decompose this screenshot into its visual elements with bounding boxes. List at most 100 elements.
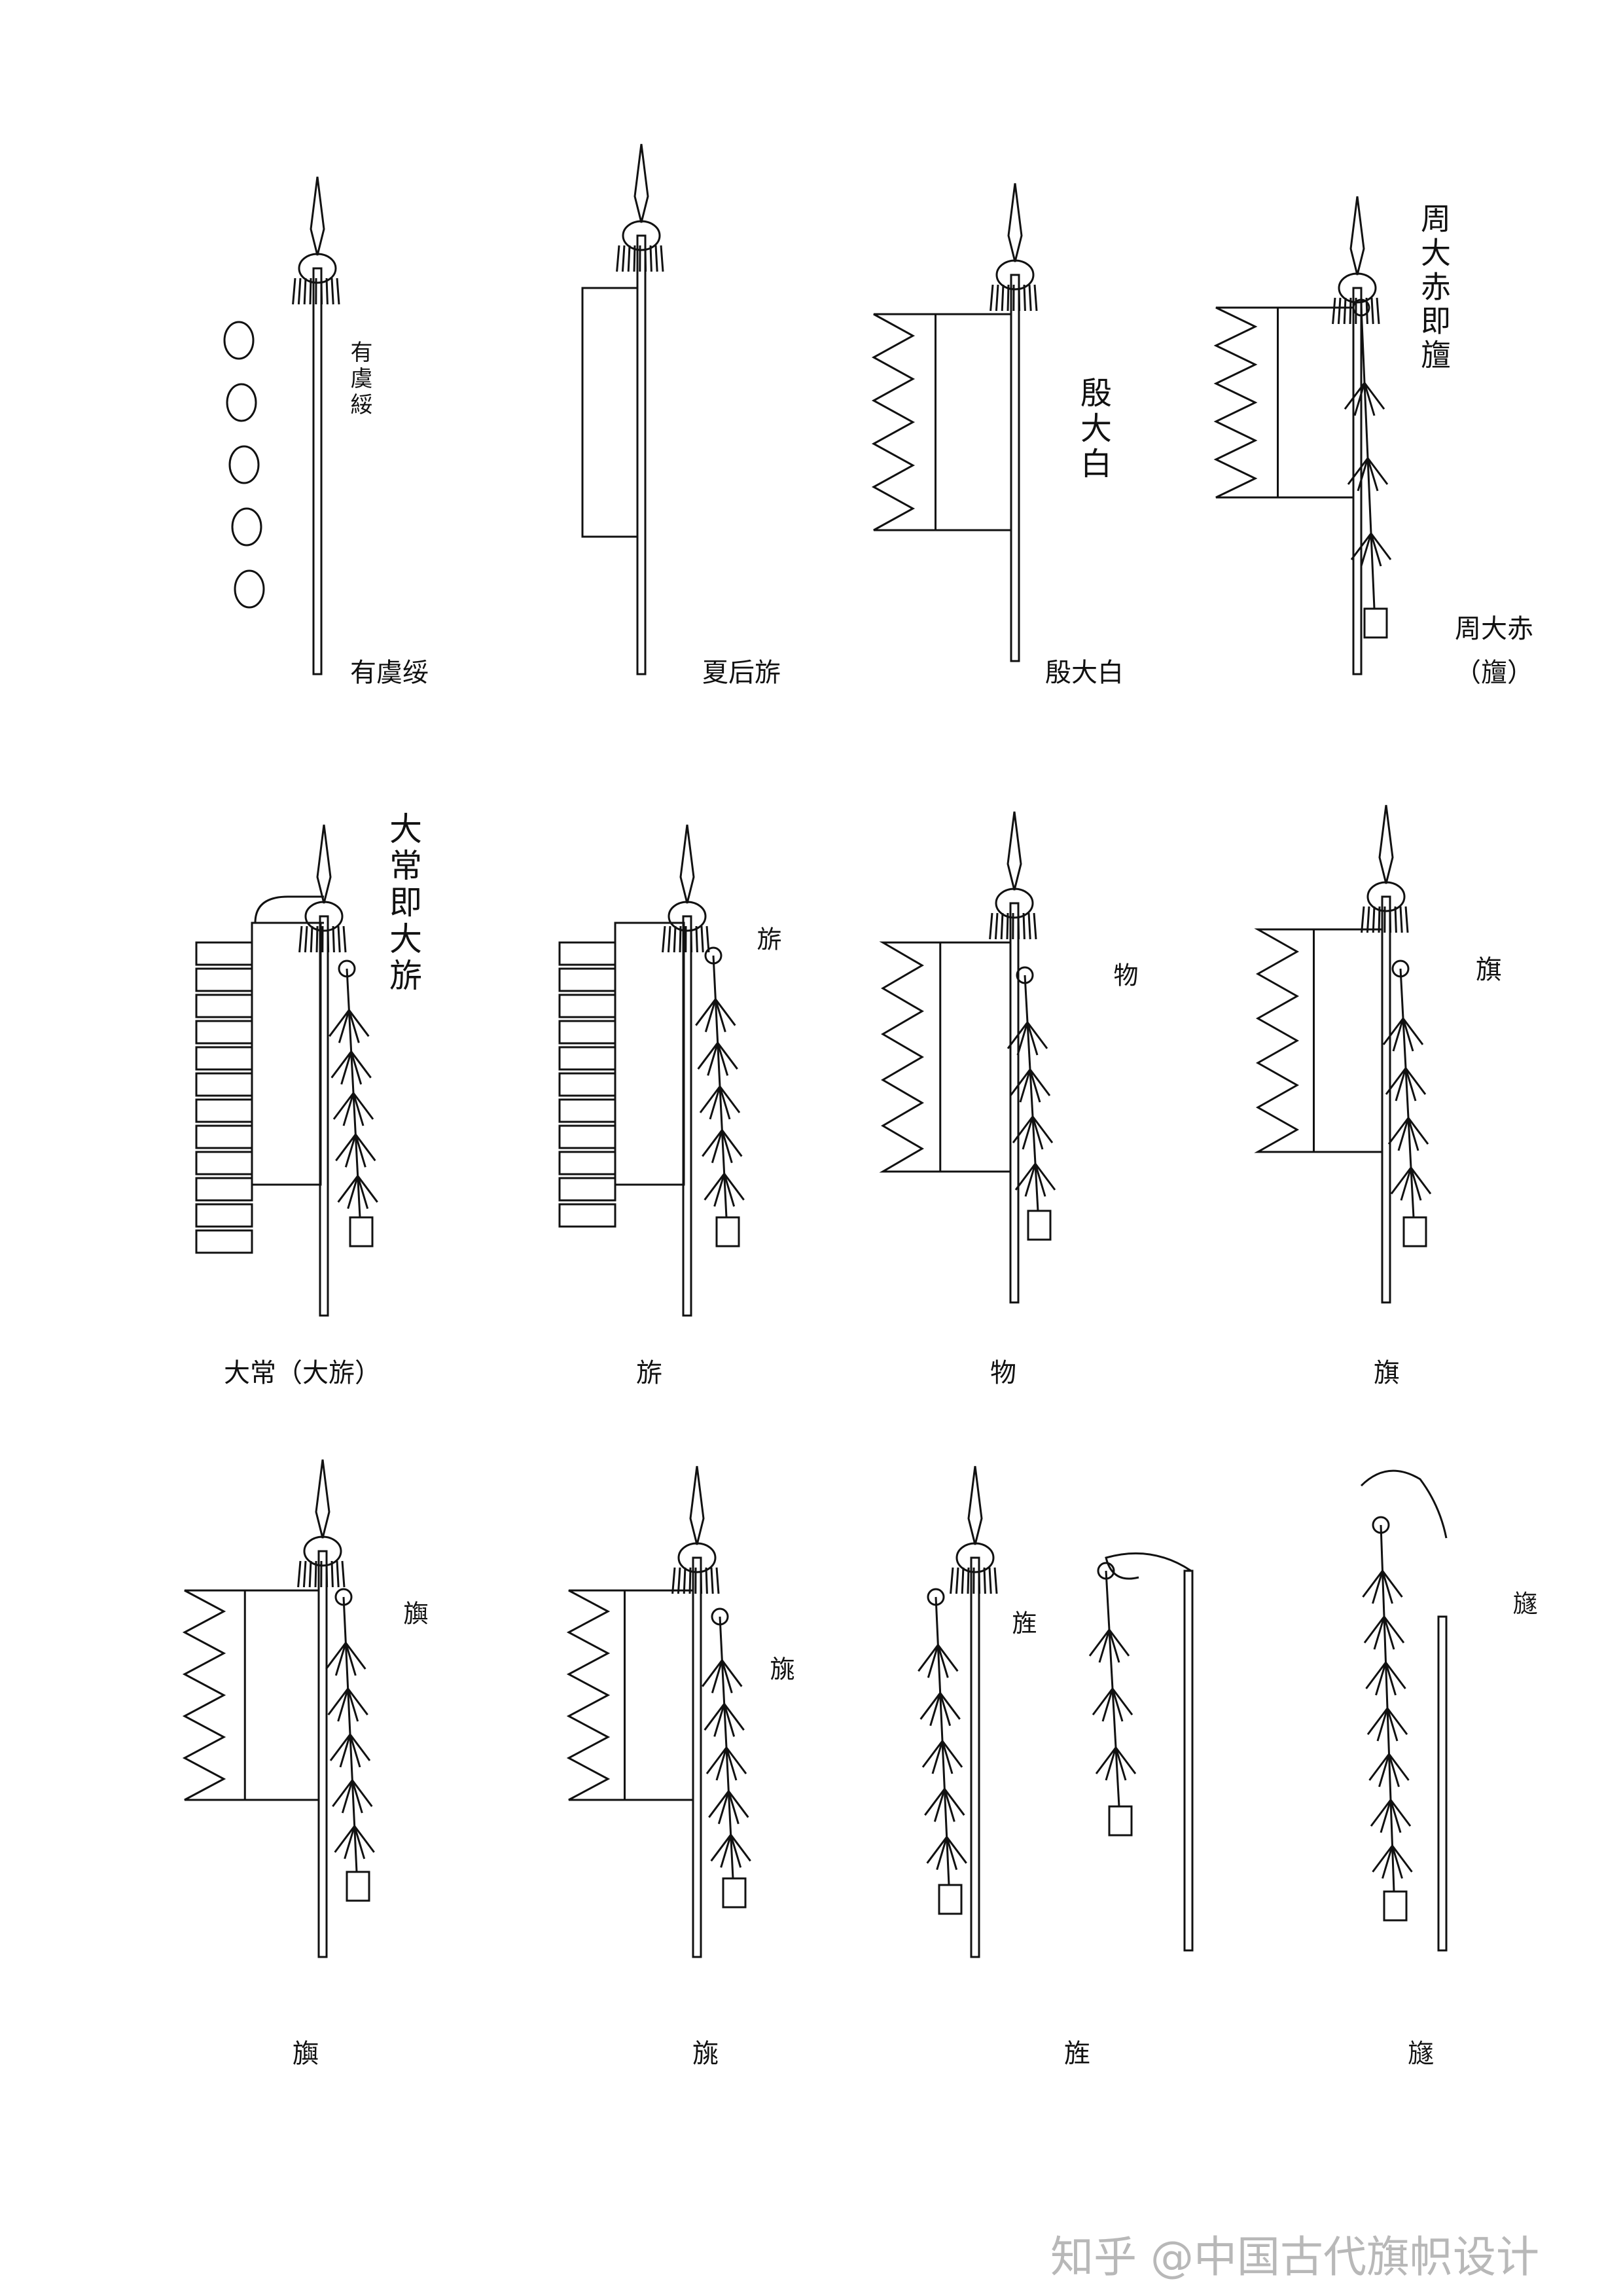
feather-tuft [1092,1688,1133,1722]
label-qi: 旂 [753,926,781,955]
streamer-weight [1027,1210,1052,1241]
spear-tip [315,1459,330,1539]
caption-sui: 旞 [1408,2039,1434,2069]
watermark: 知乎 @中国古代旗帜设计 [1050,2232,1539,2282]
tassel-bead [234,569,265,609]
feather-tuft [1007,1022,1048,1056]
caption-zhou-dachi: 周大赤 [1455,614,1533,644]
streamer-weight [1383,1890,1408,1922]
spear-tip [1007,811,1022,891]
streamer-weight [938,1884,963,1915]
caption-xiahou-qi: 夏后旂 [702,658,781,688]
feather-tuft [329,1734,371,1768]
tassel-bead [226,383,257,422]
label-sui: 旞 [1508,1590,1537,1619]
streamer-ring [1097,1562,1115,1580]
label-zhou-dachi: 周大赤即旜 [1416,203,1452,373]
banner-fringe-strip [558,1151,616,1175]
caption-jing: 旌 [1064,2039,1090,2069]
feather-tuft [1363,1616,1405,1650]
feather-tuft [921,1740,963,1774]
flag-banner [251,922,322,1186]
caption-yu: 旟 [293,2039,319,2069]
feather-tuft [330,1050,372,1085]
feather-tuft [1009,1069,1051,1103]
feather-tuft [1344,382,1385,416]
feather-tuft [1012,1116,1054,1150]
banner-fringe-strip [558,1020,616,1045]
feather-tuft [702,1129,743,1164]
feather-tuft [1385,1067,1427,1102]
caption-zhan: （旜） [1455,658,1533,688]
feather-tuft [918,1644,959,1678]
tassel [298,925,347,953]
label-yin-dabai: 殷大白 [1075,376,1111,482]
spear-tip [1378,804,1394,884]
label-youyu-sui: 有虞綏 [346,340,372,419]
feather-tuft [702,1659,743,1694]
caption-yin-dabai: 殷大白 [1045,658,1124,688]
caption-qi-bear: 旗 [1374,1358,1400,1388]
banner-fringe-strip [558,1124,616,1149]
feather-tuft [1088,1629,1130,1663]
label-qi-bear: 旗 [1471,956,1501,986]
spear-tip [1349,196,1365,276]
pole-knob [304,901,344,932]
banner-fringe-strip [558,1203,616,1228]
caption-zhao: 旐 [692,2039,719,2069]
banner-fringe-strip [195,1072,253,1097]
spear-tip [310,176,325,256]
caption-wu: 物 [990,1358,1016,1388]
banner-fringe-strip [558,941,616,966]
banner-fringe-strip [195,941,253,966]
flag-banner [182,1589,319,1801]
label-jing: 旌 [1008,1610,1037,1639]
label-wu: 物 [1109,962,1138,991]
feather-tuft [332,1780,373,1814]
flag-pole [1381,895,1391,1304]
flag-pole [1010,274,1020,662]
streamer-weight [722,1877,747,1909]
feather-tuft [334,1825,375,1859]
narrow-banner [581,287,639,538]
feather-tuft [705,1747,747,1781]
pole-knob [955,1542,995,1573]
pole-knob [677,1542,717,1573]
spear-tip [1007,183,1023,262]
spear-tip [679,824,695,904]
feather-tuft [1362,1570,1403,1604]
pole-knob [1366,881,1406,912]
label-yu: 旟 [399,1600,428,1629]
tassel [292,278,340,305]
tassel [671,1567,720,1594]
banner-fringe-strip [558,994,616,1018]
feather-tuft [926,1836,967,1871]
banner-fringe-strip [558,1098,616,1123]
tassel [990,284,1038,312]
tassel-bead [223,321,255,360]
banner-fringe-strip [558,1046,616,1071]
pole-knob [995,259,1035,291]
spear-tip [967,1465,983,1545]
tassel [1361,906,1409,933]
banner-fringe-strip [195,1098,253,1123]
banner-fringe-strip [195,1203,253,1228]
tassel-bead [228,445,260,484]
spear-tip [633,143,649,223]
banner-fringe-strip [195,1229,253,1254]
streamer-ring [334,1588,353,1606]
pole-knob [298,253,337,284]
feather-tuft [1095,1747,1137,1781]
streamer-ring [927,1588,945,1606]
streamer-ring [1352,298,1370,317]
feather-tuft [699,1086,741,1120]
banner-fringe-strip [195,1020,253,1045]
dragon-finial [1360,1469,1448,1539]
streamer-weight [1363,607,1388,639]
feather-tuft [329,1009,370,1043]
banner-fringe-strip [558,1177,616,1202]
flag-banner [1213,306,1353,499]
feather-tuft [1370,1799,1412,1833]
feather-tuft [337,1175,378,1210]
feather-tuft [1387,1117,1429,1151]
